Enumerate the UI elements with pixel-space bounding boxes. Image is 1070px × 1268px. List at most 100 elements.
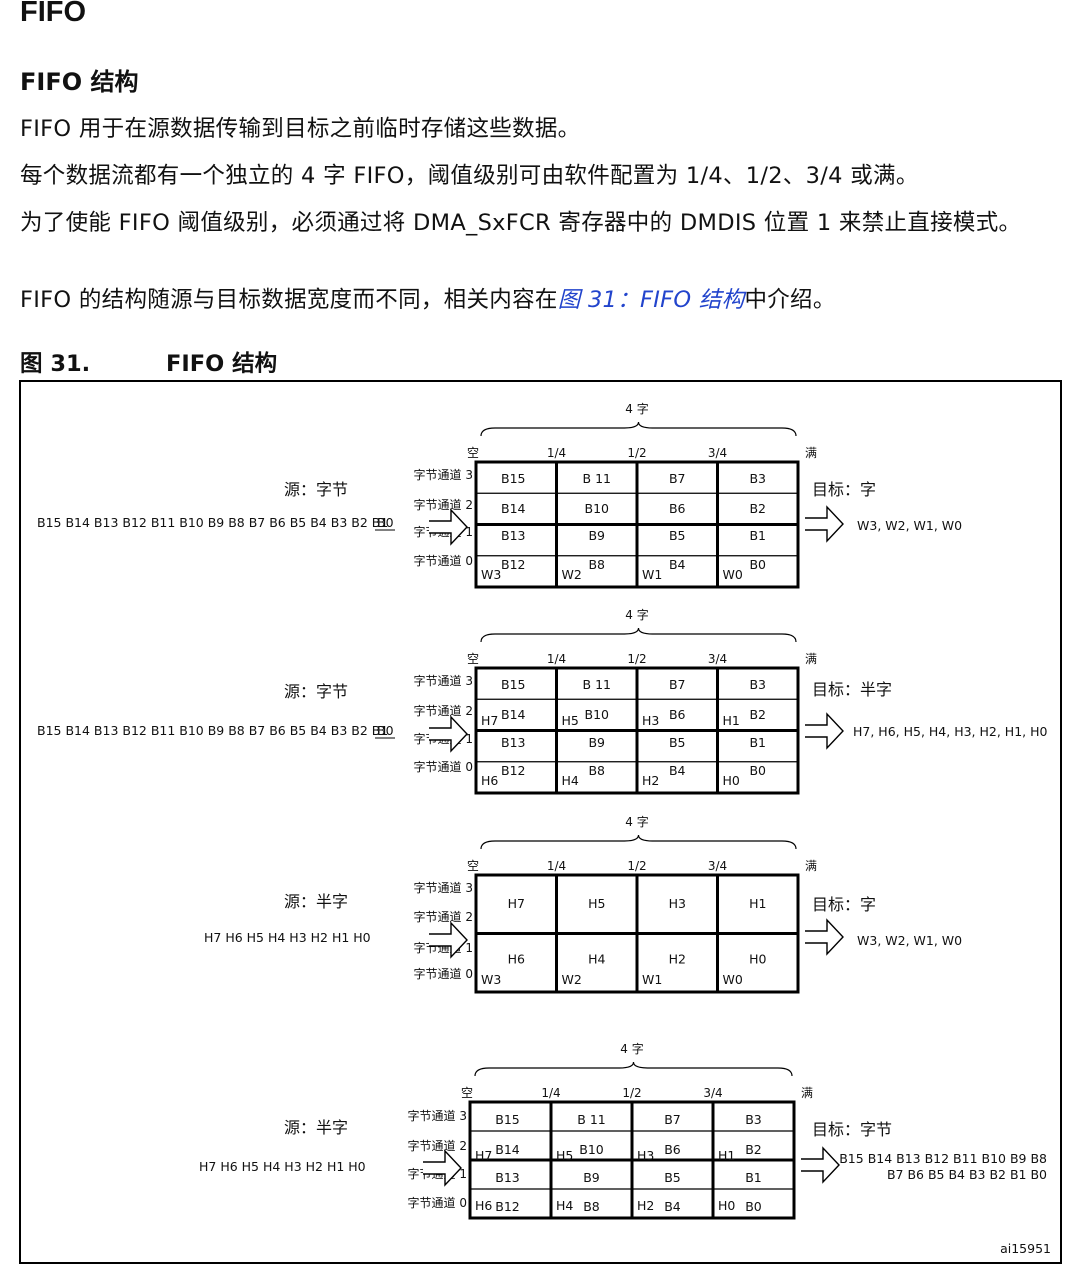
diagram-4-byte-cell: B5 — [664, 1170, 681, 1185]
diagram-1-level-label: 3/4 — [708, 446, 727, 460]
diagram-3-dest-stream: W3, W2, W1, W0 — [857, 933, 962, 948]
diagram-2-input-arrow-icon — [429, 715, 468, 753]
diagram-2-byte-cell: B9 — [588, 735, 605, 750]
diagram-4-dest-label: 目标：字节 — [812, 1120, 892, 1139]
paragraph-text-after: 中介绍。 — [744, 287, 836, 313]
diagram-1-source-label: 源：字节 — [284, 480, 348, 499]
diagram-1-brace-label: 4 字 — [625, 401, 648, 416]
diagram-3-word-tag: W3 — [481, 972, 501, 987]
diagram-3-word-tag: W1 — [642, 972, 662, 987]
diagram-2-output-arrow-icon — [805, 712, 844, 750]
diagram-1-byte-cell: B6 — [669, 501, 686, 516]
diagram-2-source-stream: B15 B14 B13 B12 B11 B10 B9 B8 B7 B6 B5 B… — [37, 723, 388, 738]
diagram-3-brace-label: 4 字 — [625, 814, 648, 829]
diagram-3-word-tag: W2 — [562, 972, 582, 987]
diagram-4-level-label: 满 — [801, 1086, 813, 1100]
diagram-4-byte-cell: B9 — [583, 1170, 600, 1185]
diagram-1-lane-label: 字节通道 2 — [414, 497, 473, 512]
diagram-1-level-label: 1/4 — [547, 446, 566, 460]
diagram-3-input-arrow-icon — [429, 921, 468, 959]
diagram-1-byte-cell: B9 — [588, 528, 605, 543]
diagram-3-halfword-cell: H1 — [749, 896, 766, 911]
diagram-1-dest-stream: W3, W2, W1, W0 — [857, 518, 962, 533]
diagram-2-byte-cell: B2 — [749, 707, 766, 722]
paragraph-fifo-structure: FIFO 的结构随源与目标数据宽度而不同，相关内容在图 31：FIFO 结构中介… — [20, 285, 1065, 315]
diagram-4-halfword-tag: H0 — [718, 1198, 735, 1213]
diagram-2-source-label: 源：字节 — [284, 682, 348, 701]
diagram-4-halfword-tag: H4 — [556, 1198, 573, 1213]
diagram-4-dest-stream: B15 B14 B13 B12 B11 B10 B9 B8 — [839, 1151, 1047, 1166]
diagram-2-halfword-tag: H6 — [481, 773, 498, 788]
diagram-2-dest-label: 目标：半字 — [812, 680, 892, 699]
diagram-1-word-tag: W3 — [481, 567, 501, 582]
diagram-3-brace-icon — [480, 834, 797, 850]
diagram-2-halfword-tag: H4 — [562, 773, 579, 788]
diagram-3-level-label: 3/4 — [708, 859, 727, 873]
diagram-1-level-label: 空 — [467, 446, 479, 460]
diagram-3-lane-label: 字节通道 0 — [414, 966, 473, 981]
diagram-1-source-stream: B15 B14 B13 B12 B11 B10 B9 B8 B7 B6 B5 B… — [37, 515, 388, 530]
diagram-2-byte-cell: B0 — [749, 763, 766, 778]
diagram-2-lane-label: 字节通道 2 — [414, 703, 473, 718]
diagram-4-byte-cell: B13 — [495, 1170, 519, 1185]
diagram-4-halfword-tag: H5 — [556, 1148, 573, 1163]
diagram-4-byte-cell: B8 — [583, 1199, 600, 1214]
diagram-2-brace-label: 4 字 — [625, 607, 648, 622]
diagram-1-byte-cell: B0 — [749, 557, 766, 572]
diagram-2-byte-cell: B3 — [749, 677, 766, 692]
figure-31-link[interactable]: 图 31：FIFO 结构 — [557, 287, 745, 313]
diagram-1-byte-cell: B13 — [501, 528, 525, 543]
diagram-4-level-label: 3/4 — [703, 1086, 722, 1100]
diagram-1-lane-label: 字节通道 3 — [414, 467, 473, 482]
diagram-4-lane-label: 字节通道 3 — [408, 1108, 467, 1123]
diagram-3-halfword-cell: H7 — [508, 896, 525, 911]
diagram-1-source-stream-last: B0 — [377, 515, 394, 530]
diagram-2-byte-cell: B6 — [669, 707, 686, 722]
diagram-2-lane-label: 字节通道 3 — [414, 673, 473, 688]
diagram-3-halfword-cell: H3 — [669, 896, 686, 911]
diagram-3-level-label: 1/4 — [547, 859, 566, 873]
diagram-1-word-tag: W2 — [562, 567, 582, 582]
diagram-4-byte-cell: B10 — [579, 1142, 604, 1157]
paragraph-direct-mode: 为了使能 FIFO 阈值级别，必须通过将 DMA_SxFCR 寄存器中的 DMD… — [20, 210, 1022, 236]
diagram-3-lane-label: 字节通道 2 — [414, 909, 473, 924]
diagram-4-halfword-tag: H1 — [718, 1148, 735, 1163]
diagram-1-byte-cell: B15 — [501, 471, 525, 486]
diagram-2-byte-cell: B 11 — [583, 677, 611, 692]
diagram-4-byte-cell: B4 — [664, 1199, 681, 1214]
diagram-1-byte-cell: B2 — [749, 501, 766, 516]
diagram-4-output-arrow-icon — [801, 1146, 840, 1184]
diagram-1-byte-cell: B3 — [749, 471, 766, 486]
diagram-3-halfword-cell: H2 — [669, 952, 686, 967]
diagram-1-level-label: 满 — [805, 446, 817, 460]
diagram-2-byte-cell: B12 — [501, 763, 525, 778]
diagram-3-level-label: 1/2 — [627, 859, 646, 873]
diagram-1-brace-icon — [480, 421, 797, 437]
diagram-3-level-label: 空 — [467, 859, 479, 873]
diagram-2-byte-cell: B15 — [501, 677, 525, 692]
diagram-4-byte-cell: B3 — [745, 1112, 762, 1127]
diagram-3-lane-label: 字节通道 3 — [414, 880, 473, 895]
diagram-2-byte-cell: B13 — [501, 735, 525, 750]
diagram-3-halfword-cell: H5 — [588, 896, 605, 911]
diagram-2-source-stream-last: B0 — [377, 723, 394, 738]
diagram-1-dest-label: 目标：字 — [812, 480, 876, 499]
diagram-2-dest-stream: H7, H6, H5, H4, H3, H2, H1, H0 — [853, 724, 1047, 739]
diagram-3-dest-label: 目标：字 — [812, 895, 876, 914]
diagram-4-byte-cell: B0 — [745, 1199, 762, 1214]
diagram-4-lane-label: 字节通道 2 — [408, 1138, 467, 1153]
diagram-4-byte-cell: B15 — [495, 1112, 519, 1127]
diagram-2-byte-cell: B1 — [749, 735, 766, 750]
diagram-1-byte-cell: B8 — [588, 557, 605, 572]
diagram-3-source-stream: H7 H6 H5 H4 H3 H2 H1 H0 — [204, 930, 371, 945]
diagram-4-dest-stream: B7 B6 B5 B4 B3 B2 B1 B0 — [887, 1167, 1047, 1182]
diagram-3-level-label: 满 — [805, 859, 817, 873]
diagram-4-byte-cell: B2 — [745, 1142, 762, 1157]
diagram-1-output-arrow-icon — [805, 505, 844, 543]
diagram-4-halfword-tag: H7 — [475, 1148, 492, 1163]
diagram-2-halfword-tag: H3 — [642, 713, 659, 728]
diagram-4-byte-cell: B14 — [495, 1142, 520, 1157]
diagram-4-source-stream: H7 H6 H5 H4 H3 H2 H1 H0 — [199, 1159, 366, 1174]
diagram-2-byte-cell: B4 — [669, 763, 686, 778]
